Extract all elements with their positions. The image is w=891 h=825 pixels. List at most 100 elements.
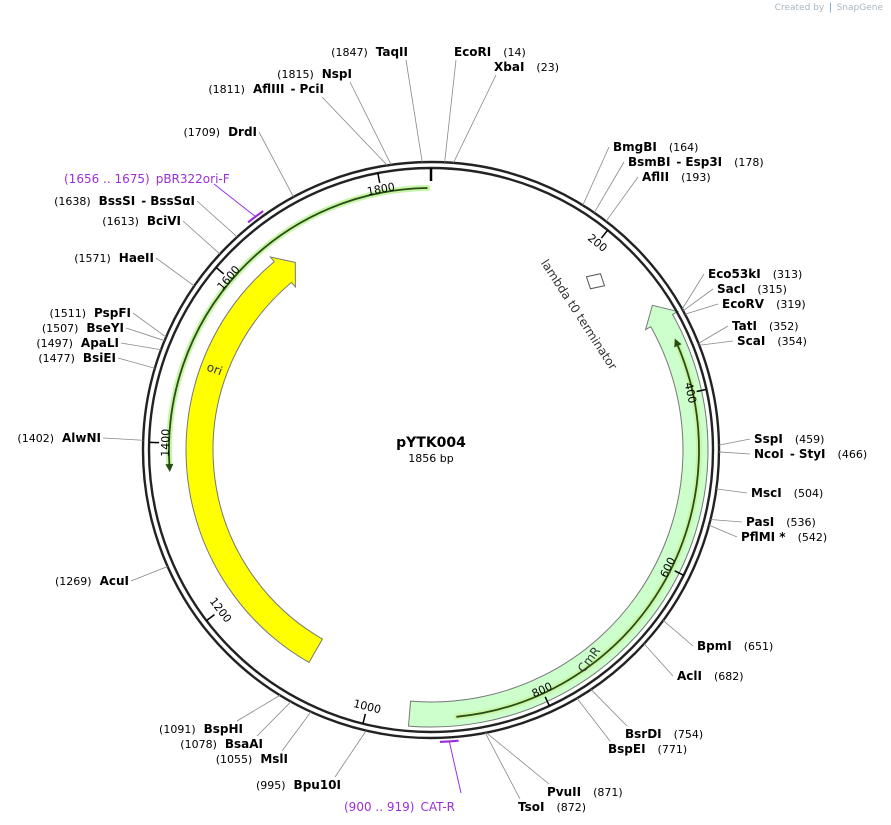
tick-mark [377, 172, 381, 184]
enzyme-site-bseyi[interactable]: (1507)BseYI [42, 321, 165, 342]
snapgene-logo-icon: ❘ [826, 2, 835, 13]
enzyme-leader-line [130, 566, 168, 582]
enzyme-leader-line [576, 698, 611, 742]
enzyme-leader-line [662, 620, 694, 647]
enzyme-site-ncoi[interactable]: NcoI-StyI(466) [718, 447, 867, 461]
feature-ori[interactable] [185, 256, 324, 664]
enzyme-position: (1638) [54, 195, 91, 208]
enzyme-site-taqii[interactable]: (1847)TaqII [331, 45, 423, 163]
enzyme-site-acli[interactable]: AclI(682) [643, 643, 744, 683]
enzyme-label: (1477)BsiEI [38, 351, 116, 365]
enzyme-label: (1815)NspI [277, 67, 352, 81]
enzyme-leader-line [684, 303, 719, 315]
enzyme-label: (1811)AflIII-PciI [208, 82, 324, 96]
primer-leader-line [448, 741, 462, 794]
enzyme-leader-line [716, 488, 748, 494]
enzyme-site-ecori[interactable]: EcoRI(14) [444, 45, 526, 163]
enzyme-name: BsaAI [225, 737, 263, 751]
enzyme-site-pasi[interactable]: PasI(536) [710, 515, 816, 529]
enzyme-position: (651) [744, 640, 774, 653]
enzyme-leader-line [708, 524, 738, 538]
plasmid-name: pYTK004 [396, 435, 466, 451]
primer-pbr322ori[interactable]: (1656 .. 1675)pBR322ori-F [64, 172, 264, 224]
enzyme-label: AflII(193) [642, 170, 711, 184]
enzyme-position: (313) [773, 268, 803, 281]
enzyme-leader-line [444, 59, 457, 163]
enzyme-site-saci[interactable]: SacI(315) [682, 282, 787, 312]
enzyme-site-pvuii[interactable]: PvuII(871) [485, 732, 623, 799]
enzyme-site-pspfi[interactable]: (1511)PspFI [49, 306, 167, 338]
enzyme-site-bpmi[interactable]: BpmI(651) [662, 620, 774, 653]
enzyme-site-afliii[interactable]: (1811)AflIII-PciI [208, 82, 388, 166]
enzyme-position: (459) [795, 433, 825, 446]
enzyme-site-pflmi[interactable]: PflMI *(542) [708, 524, 827, 544]
enzyme-name: Bpu10I [294, 778, 341, 792]
enzyme-leader-line [485, 732, 550, 785]
enzyme-site-msli[interactable]: (1055)MslI [216, 711, 312, 766]
enzyme-site-bsphi[interactable]: (1091)BspHI [159, 694, 281, 736]
enzyme-leader-line [102, 437, 144, 441]
enzyme-name-alt: BssSαI [150, 194, 195, 208]
enzyme-site-tsoi[interactable]: TsoI(872) [484, 732, 586, 814]
enzyme-leader-line [125, 327, 165, 342]
enzyme-site-bmgbi[interactable]: BmgBI(164) [582, 140, 699, 206]
feature-cmr[interactable] [407, 304, 709, 728]
enzyme-name: XbaI [494, 60, 524, 74]
enzyme-position: (1497) [36, 337, 73, 350]
snapgene-brand: Created by ❘ SnapGene [775, 2, 883, 13]
enzyme-position: (771) [658, 743, 688, 756]
enzyme-site-bpu10i[interactable]: (995)Bpu10I [256, 730, 367, 792]
brand-app-name: SnapGene [836, 2, 883, 13]
enzyme-site-xbai[interactable]: XbaI(23) [453, 60, 559, 164]
enzyme-site-sspi[interactable]: SspI(459) [718, 432, 824, 446]
primer-catr[interactable]: (900 .. 919)CAT-R [344, 739, 462, 814]
enzyme-site-alwni[interactable]: (1402)AlwNI [17, 431, 144, 445]
enzyme-site-bsrdi[interactable]: BsrDI(754) [590, 689, 703, 741]
enzyme-site-bsiei[interactable]: (1477)BsiEI [38, 351, 155, 369]
plasmid-length: 1856 bp [408, 452, 453, 465]
enzyme-site-aflii[interactable]: AflII(193) [605, 170, 711, 222]
enzyme-position: (193) [681, 171, 711, 184]
enzyme-site-nspi[interactable]: (1815)NspI [277, 67, 392, 165]
enzyme-label: SspI(459) [754, 432, 824, 446]
enzyme-position: (178) [734, 156, 764, 169]
enzyme-site-apali[interactable]: (1497)ApaLI [36, 336, 162, 351]
enzyme-site-msci[interactable]: MscI(504) [716, 486, 823, 500]
enzyme-position: (1811) [208, 83, 245, 96]
annotation-arc [453, 338, 702, 720]
enzyme-position: (1269) [55, 575, 92, 588]
enzyme-position: (1091) [159, 723, 196, 736]
enzyme-name: HaeII [119, 251, 154, 265]
terminator-arrow [585, 273, 606, 290]
brand-created-by: Created by [774, 2, 825, 13]
enzyme-site-ecorv[interactable]: EcoRV(319) [684, 297, 806, 315]
enzyme-label: Eco53kI(313) [708, 267, 802, 281]
enzyme-site-scai[interactable]: ScaI(354) [699, 334, 807, 348]
feature-lambda-t0-terminator[interactable] [585, 273, 606, 290]
enzyme-site-bspei[interactable]: BspEI(771) [576, 698, 688, 756]
tick-mark [674, 570, 684, 576]
enzyme-site-bsmbi[interactable]: BsmBI-Esp3I(178) [593, 155, 764, 213]
tick-label: 1600 [215, 263, 243, 293]
enzyme-leader-line [593, 161, 625, 213]
primer-name: pBR322ori-F [156, 172, 230, 186]
enzyme-position: (504) [794, 487, 824, 500]
enzyme-name: SacI [717, 282, 745, 296]
enzyme-site-tati[interactable]: TatI(352) [698, 319, 799, 344]
enzyme-name: EcoRI [454, 45, 491, 59]
enzyme-site-bsaai[interactable]: (1078)BsaAI [180, 701, 292, 751]
primer-label-text: (900 .. 919)CAT-R [344, 800, 455, 814]
enzyme-site-drdi[interactable]: (1709)DrdI [183, 125, 294, 198]
enzyme-site-bcivi[interactable]: (1613)BciVI [102, 214, 221, 255]
enzyme-site-bsssi[interactable]: (1638)BssSI-BssSαI [54, 194, 238, 238]
enzyme-label: EcoRV(319) [722, 297, 806, 311]
enzyme-site-eco53ki[interactable]: Eco53kI(313) [681, 267, 802, 310]
enzyme-leader-line [699, 340, 734, 346]
enzyme-label: PasI(536) [746, 515, 816, 529]
enzyme-position: (1402) [17, 432, 54, 445]
enzyme-site-haeii[interactable]: (1571)HaeII [74, 251, 195, 287]
enzyme-leader-line [155, 257, 195, 287]
enzyme-site-acui[interactable]: (1269)AcuI [55, 566, 168, 588]
enzyme-label: TatI(352) [732, 319, 799, 333]
enzyme-position: (872) [556, 801, 586, 814]
